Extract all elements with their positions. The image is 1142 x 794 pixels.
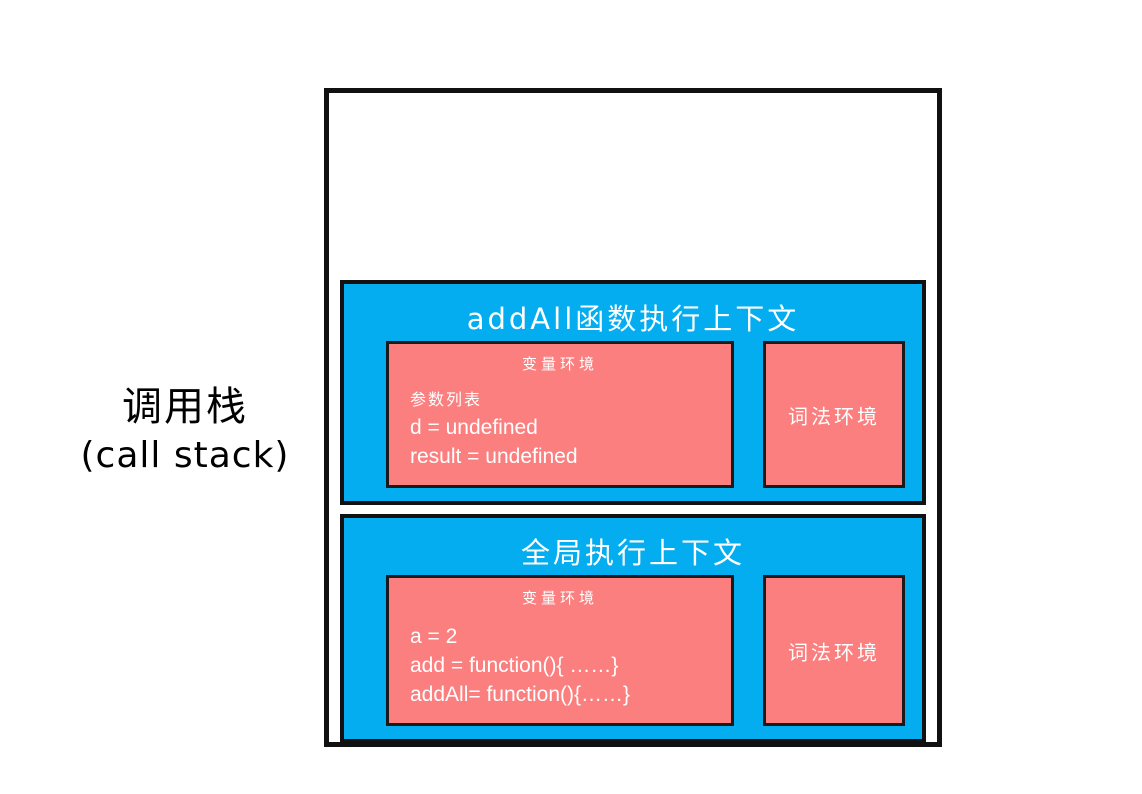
call-stack-caption: 调用栈 (call stack): [60, 383, 310, 478]
variable-environment-box: 变量环境 参数列表 d = undefined result = undefin…: [386, 341, 734, 488]
call-stack-caption-cn: 调用栈: [122, 384, 248, 430]
lexical-environment-label: 词法环境: [788, 404, 880, 428]
variable-entry: add = function(){ ……}: [410, 654, 619, 677]
variable-entry: result = undefined: [410, 445, 578, 468]
lexical-environment-box: 词法环境: [763, 575, 905, 726]
variable-environment-entries: a = 2 add = function(){ ……} addAll= func…: [410, 622, 721, 709]
variable-environment-heading: 变量环境: [521, 589, 598, 607]
variable-entry: a = 2: [410, 625, 458, 648]
variable-environment-box: 变量环境 a = 2 add = function(){ ……} addAll=…: [386, 575, 734, 726]
call-stack-free-space: [329, 93, 937, 280]
variable-entry: 参数列表: [410, 390, 483, 409]
call-stack-caption-en: (call stack): [80, 434, 290, 476]
stack-frame-title: addAll函数执行上下文: [466, 302, 800, 336]
lexical-environment-box: 词法环境: [763, 341, 905, 488]
call-stack-container: addAll函数执行上下文 变量环境 参数列表 d = undefined re…: [324, 88, 942, 747]
stack-frame-global-execution-context[interactable]: 全局执行上下文 变量环境 a = 2 add = function(){ ……}…: [340, 514, 926, 743]
variable-entry: d = undefined: [410, 416, 538, 439]
variable-entry: addAll= function(){……}: [410, 683, 631, 706]
variable-environment-heading: 变量环境: [521, 355, 598, 373]
lexical-environment-label: 词法环境: [788, 640, 880, 664]
variable-environment-entries: 参数列表 d = undefined result = undefined: [410, 386, 721, 471]
stack-frame-title: 全局执行上下文: [520, 536, 745, 570]
stack-frame-addall-execution-context[interactable]: addAll函数执行上下文 变量环境 参数列表 d = undefined re…: [340, 280, 926, 505]
